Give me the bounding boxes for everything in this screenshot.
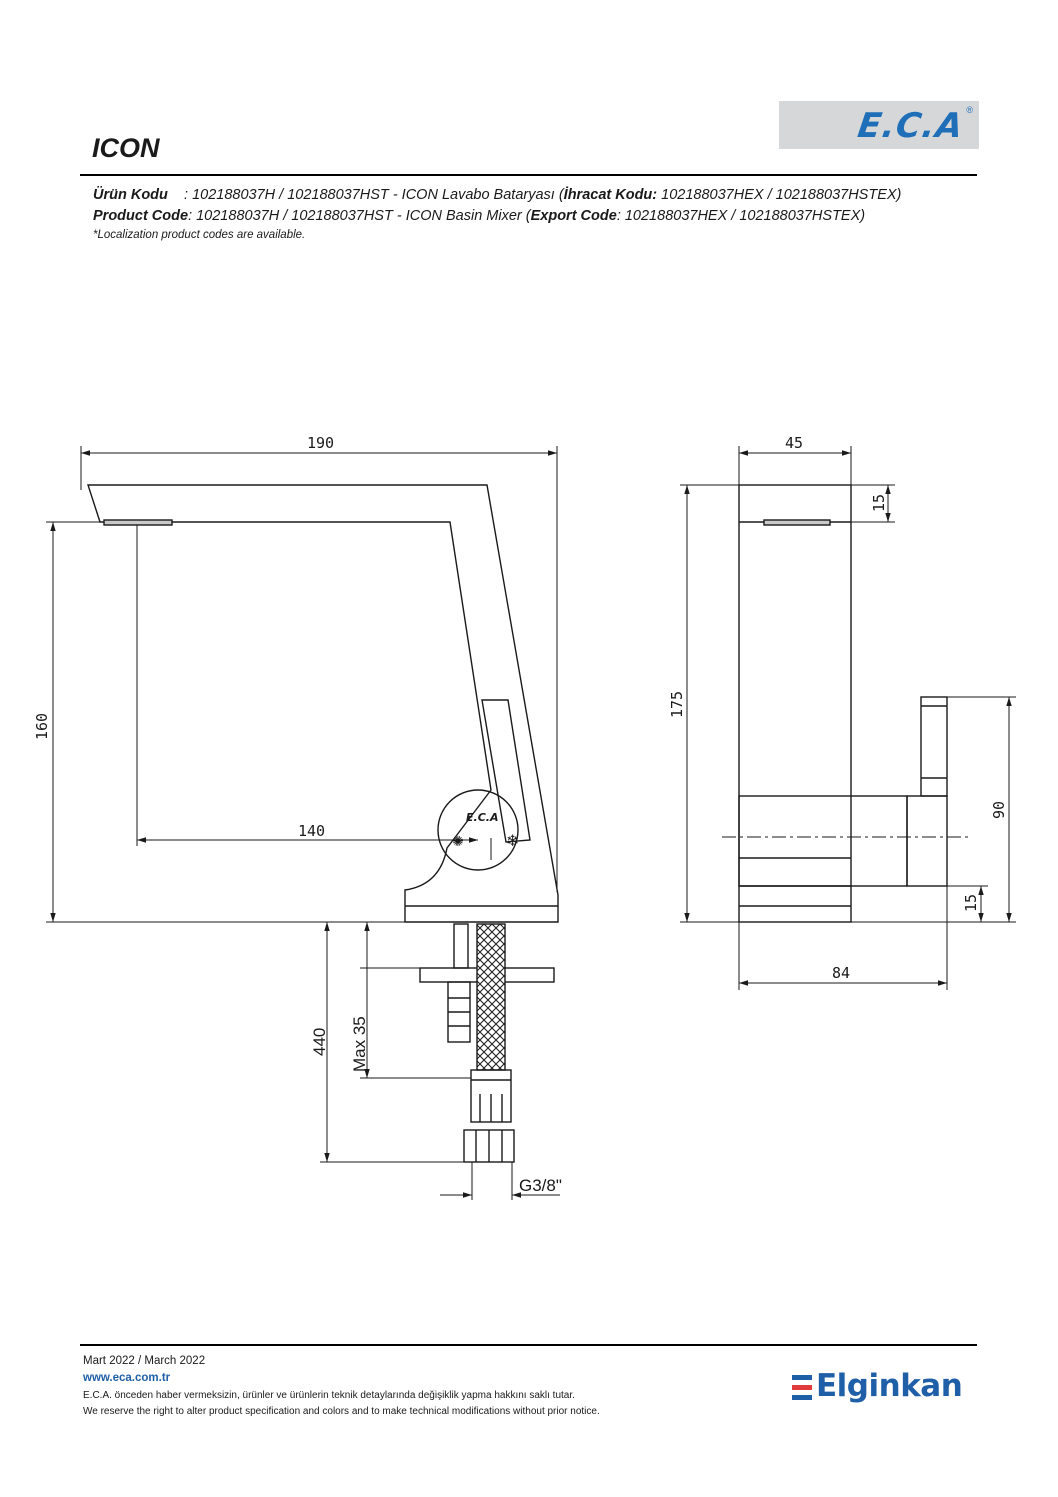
footer-divider <box>80 1344 977 1346</box>
elginkan-logo: Elginkan <box>792 1368 982 1408</box>
en-export-label: Export Code <box>530 208 617 224</box>
elginkan-mark-icon <box>792 1375 812 1401</box>
footer-date: Mart 2022 / March 2022 <box>83 1355 206 1367</box>
dim-side-depth: 45 <box>785 434 803 452</box>
side-body <box>738 484 852 923</box>
front-dimensions <box>46 446 560 1200</box>
tr-code-text: : 102188037H / 102188037HST - ICON Lavab… <box>167 187 564 203</box>
side-lever <box>920 696 948 797</box>
eca-logo: E.C.A ® <box>779 101 979 149</box>
en-export-text: : 102188037HEX / 102188037HSTEX) <box>616 208 866 224</box>
front-aerator <box>103 519 173 526</box>
dim-max-thickness: Max 35 <box>350 1016 369 1072</box>
product-code-en: Product Code: 102188037H / 102188037HST … <box>93 208 865 224</box>
dim-width: 190 <box>307 434 334 452</box>
dim-side-lever: 90 <box>990 801 1008 819</box>
product-code-tr: Ürün Kodu : 102188037H / 102188037HST - … <box>93 187 901 203</box>
tr-code-label: Ürün Kodu <box>93 187 168 203</box>
dim-thread: G3/8" <box>519 1176 562 1195</box>
dim-side-spout: 15 <box>870 494 888 512</box>
dim-height: 160 <box>33 713 51 740</box>
front-view <box>87 484 559 1163</box>
en-code-label: Product Code <box>93 208 189 224</box>
tr-export-text: 102188037HEX / 102188037HSTEX) <box>657 187 902 203</box>
dim-side-base-height: 15 <box>962 894 980 912</box>
dim-hose-length: 440 <box>310 1028 329 1056</box>
title-divider <box>80 174 977 176</box>
front-badge-text: E.C.A <box>466 811 498 824</box>
dim-side-height: 175 <box>668 691 686 718</box>
side-lever-housing <box>738 795 908 887</box>
front-shank <box>453 923 469 969</box>
side-dimensions <box>680 446 1016 990</box>
hot-cold-icon: ✺ <box>452 834 464 850</box>
tr-export-label: İhracat Kodu: <box>563 187 658 203</box>
front-spout-outline <box>87 484 559 923</box>
website-link[interactable]: www.eca.com.tr <box>83 1372 171 1384</box>
registered-mark: ® <box>966 105 973 115</box>
product-title: ICON <box>92 133 160 163</box>
elginkan-wordmark: Elginkan <box>816 1368 963 1404</box>
dim-reach: 140 <box>298 822 325 840</box>
side-view <box>722 484 968 923</box>
en-code-text: : 102188037H / 102188037HST - ICON Basin… <box>188 208 531 224</box>
dim-side-base-depth: 84 <box>832 964 850 982</box>
side-aerator <box>763 519 831 526</box>
front-handle-disc <box>437 789 519 871</box>
side-lever-knob <box>906 795 948 887</box>
localization-note: *Localization product codes are availabl… <box>93 229 306 241</box>
cold-icon: ❄ <box>506 831 519 850</box>
notice-tr: E.C.A. önceden haber vermeksizin, ürünle… <box>83 1390 575 1401</box>
front-hose <box>476 923 506 1071</box>
notice-en: We reserve the right to alter product sp… <box>83 1406 600 1417</box>
